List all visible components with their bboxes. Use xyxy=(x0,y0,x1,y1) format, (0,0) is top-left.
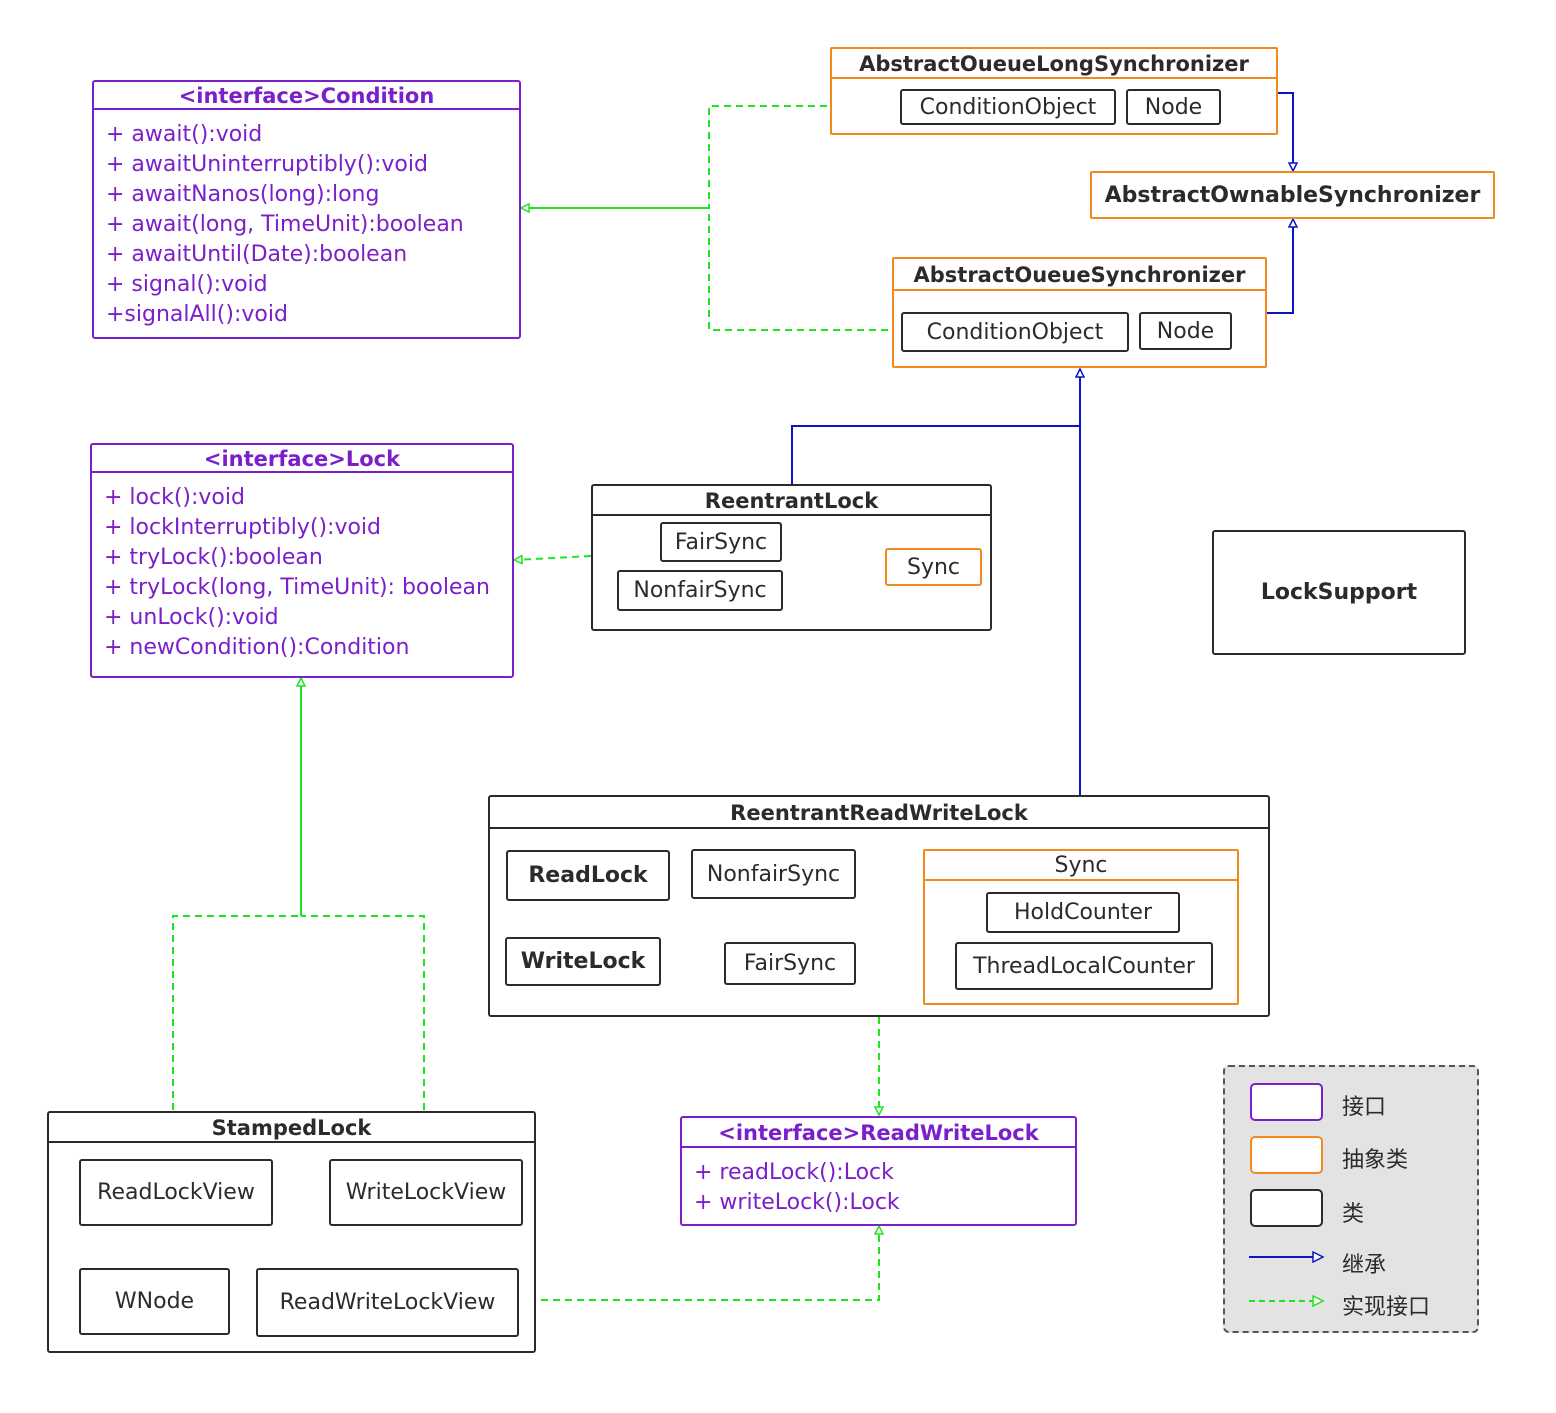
aos-title: AbstractOwnableSynchronizer xyxy=(1104,182,1481,208)
readwritelock-interface: <interface>ReadWriteLock + readLock():Lo… xyxy=(680,1116,1077,1226)
condition-method: + signal():void xyxy=(106,272,268,297)
rrwl-holdcounter: HoldCounter xyxy=(986,892,1180,933)
rrwl-sync-title: Sync xyxy=(925,851,1237,881)
edge-readlockview-implements-lock xyxy=(172,915,301,1158)
lock-method: + lock():void xyxy=(104,485,245,510)
lock-interface: <interface>Lock + lock():void + lockInte… xyxy=(90,443,514,678)
readwritelock-method: + readLock():Lock xyxy=(694,1160,894,1185)
rrwl-writelock: WriteLock xyxy=(505,937,661,986)
legend-interface-swatch xyxy=(1250,1083,1323,1121)
reentrantreadwritelock-class: ReentrantReadWriteLock ReadLock WriteLoc… xyxy=(488,795,1270,1017)
stampedlock-readlockview: ReadLockView xyxy=(79,1159,273,1226)
readwritelock-title: <interface>ReadWriteLock xyxy=(682,1118,1075,1148)
stampedlock-class: StampedLock ReadLockView WriteLockView W… xyxy=(47,1111,536,1353)
reentrantlock-fairsync: FairSync xyxy=(660,522,782,562)
legend-class-swatch xyxy=(1250,1189,1323,1227)
lock-method: + newCondition():Condition xyxy=(104,635,410,660)
aqls-conditionobject: ConditionObject xyxy=(900,89,1116,125)
rrwl-readlock: ReadLock xyxy=(506,850,670,901)
lock-method: + tryLock():boolean xyxy=(104,545,323,570)
edge-aqs-extends-aos xyxy=(1267,219,1293,314)
rrwl-sync: Sync HoldCounter ThreadLocalCounter xyxy=(923,849,1239,1005)
lock-method: + lockInterruptibly():void xyxy=(104,515,382,540)
edge-readwritelockview-implements-readwritelock xyxy=(517,1226,879,1301)
edge-writelockview-implements-lock xyxy=(301,915,425,1158)
rrwl-nonfairsync: NonfairSync xyxy=(691,849,856,899)
lock-method: + tryLock(long, TimeUnit): boolean xyxy=(104,575,490,600)
reentrantlock-sync: Sync xyxy=(885,548,982,586)
rrwl-threadlocalcounter: ThreadLocalCounter xyxy=(955,942,1213,990)
legend-interface-label: 接口 xyxy=(1342,1095,1387,1120)
condition-method: + awaitNanos(long):long xyxy=(106,182,380,207)
reentrantlock-title: ReentrantLock xyxy=(593,486,990,516)
stampedlock-readwritelockview: ReadWriteLockView xyxy=(256,1268,519,1337)
condition-method: + awaitUntil(Date):boolean xyxy=(106,242,408,267)
condition-method: +signalAll():void xyxy=(106,302,288,327)
rrwl-title: ReentrantReadWriteLock xyxy=(490,797,1268,829)
condition-method: + awaitUninterruptibly():void xyxy=(106,152,428,177)
legend-abstract-label: 抽象类 xyxy=(1342,1148,1409,1173)
locksupport-class: LockSupport xyxy=(1212,530,1466,655)
rrwl-fairsync: FairSync xyxy=(724,942,856,985)
aqs-title: AbstractOueueSynchronizer xyxy=(894,259,1265,291)
aqs-node: Node xyxy=(1139,312,1232,350)
readwritelock-method: + writeLock():Lock xyxy=(694,1190,900,1215)
reentrantlock-nonfairsync: NonfairSync xyxy=(617,570,783,611)
edge-aqs-conditionobject-implements-condition xyxy=(708,208,900,331)
legend-implement-label: 实现接口 xyxy=(1342,1295,1431,1320)
aqls-title: AbstractOueueLongSynchronizer xyxy=(832,49,1276,79)
legend-implement-arrow-icon xyxy=(1249,1295,1325,1307)
legend-inherit-arrow-icon xyxy=(1249,1251,1325,1263)
condition-method: + await(long, TimeUnit):boolean xyxy=(106,212,464,237)
legend-abstract-swatch xyxy=(1250,1136,1323,1174)
locksupport-title: LockSupport xyxy=(1260,580,1418,605)
reentrantlock-class: ReentrantLock FairSync NonfairSync Sync xyxy=(591,484,992,631)
readwritelock-method-list: + readLock():Lock + writeLock():Lock xyxy=(694,1158,900,1218)
aos-class: AbstractOwnableSynchronizer xyxy=(1090,171,1495,219)
legend: 接口 抽象类 类 继承 实现接口 xyxy=(1223,1065,1479,1333)
edge-reentrantlock-implements-lock xyxy=(514,556,592,560)
aqs-conditionobject: ConditionObject xyxy=(901,312,1129,352)
lock-title: <interface>Lock xyxy=(92,445,512,473)
aqls-node: Node xyxy=(1126,89,1221,125)
condition-method-list: + await():void + awaitUninterruptibly():… xyxy=(106,120,464,330)
stampedlock-writelockview: WriteLockView xyxy=(329,1159,523,1226)
lock-method-list: + lock():void + lockInterruptibly():void… xyxy=(104,483,490,663)
edge-aqls-extends-aos xyxy=(1278,92,1293,171)
condition-interface: <interface>Condition + await():void + aw… xyxy=(92,80,521,339)
lock-method: + unLock():void xyxy=(104,605,279,630)
condition-method: + await():void xyxy=(106,122,263,147)
aqls-class: AbstractOueueLongSynchronizer ConditionO… xyxy=(830,47,1278,135)
legend-inherit-label: 继承 xyxy=(1342,1253,1387,1278)
condition-title: <interface>Condition xyxy=(94,82,519,110)
edge-rl-sync-extends-aqs xyxy=(791,425,1080,484)
stampedlock-title: StampedLock xyxy=(49,1113,534,1143)
aqs-class: AbstractOueueSynchronizer ConditionObjec… xyxy=(892,257,1267,368)
stampedlock-wnode: WNode xyxy=(79,1268,230,1335)
legend-class-label: 类 xyxy=(1342,1202,1365,1227)
